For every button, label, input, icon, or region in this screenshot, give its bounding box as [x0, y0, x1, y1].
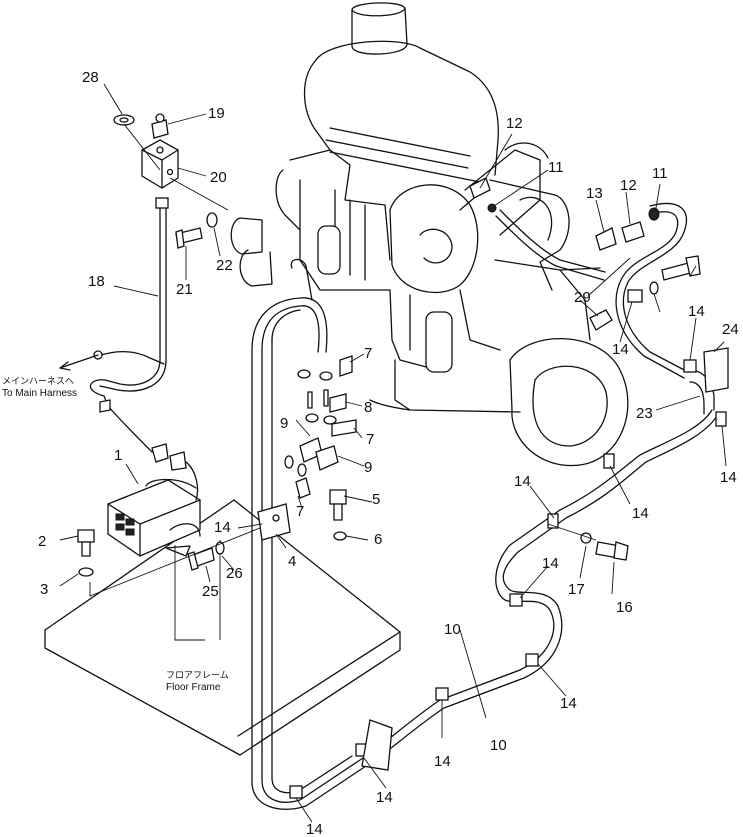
leader-lines: [59, 83, 727, 823]
clamp: [547, 513, 559, 529]
callout-4: 4: [288, 553, 296, 570]
callout-1: 1: [114, 447, 122, 464]
clamp: [289, 785, 303, 799]
callout-9-left: 9: [280, 415, 288, 432]
callout-14-bend: 14: [542, 555, 559, 572]
callout-10-top: 10: [444, 621, 461, 638]
callout-14-top-right: 14: [688, 303, 705, 320]
callout-7-top: 7: [364, 345, 372, 362]
callout-23: 23: [636, 405, 653, 422]
clamp: [715, 411, 727, 427]
callout-11-right: 11: [652, 165, 668, 182]
callout-25: 25: [202, 583, 219, 600]
callout-17: 18: [88, 273, 105, 290]
callout-14-clamp: 14: [612, 341, 629, 358]
clamp: [435, 687, 449, 701]
callout-14-bracket: 14: [214, 519, 231, 536]
floor-frame-label-jp: フロアフレーム: [166, 670, 229, 681]
floor-frame: [44, 499, 401, 756]
clamp: [509, 593, 523, 607]
thermo-bracket: [113, 113, 229, 249]
clamp: [627, 289, 643, 303]
callout-24: 24: [722, 321, 739, 338]
main-harness-label-jp: メインハーネスへ: [2, 376, 74, 387]
heater-unit: [107, 478, 201, 557]
callout-14-right: 14: [720, 469, 737, 486]
floor-frame-label-en: Floor Frame: [166, 682, 221, 693]
clamp: [603, 453, 615, 469]
callout-14-lower-right: 14: [560, 695, 577, 712]
clamp: [525, 653, 539, 667]
callout-10-bottom: 10: [490, 737, 507, 754]
fittings: [77, 177, 729, 577]
callout-12-right: 12: [620, 177, 637, 194]
callout-15: 16: [616, 599, 633, 616]
callout-14-mid-right: 14: [632, 505, 649, 522]
callout-18: 19: [208, 105, 225, 122]
callout-5: 5: [372, 491, 380, 508]
callout-26: 26: [226, 565, 243, 582]
callout-22: 22: [216, 257, 233, 274]
hoses: [251, 202, 719, 810]
callout-2: 2: [38, 533, 46, 550]
callout-11-top: 11: [548, 159, 564, 176]
callout-14-guard: 14: [376, 789, 393, 806]
main-harness-label-en: To Main Harness: [2, 388, 77, 399]
hose-clamps: [261, 289, 727, 799]
callout-19: 20: [210, 169, 227, 186]
callout-6: 6: [374, 531, 382, 548]
wiring: [59, 203, 199, 501]
callout-3: 3: [40, 581, 48, 598]
callout-14-bottom: 14: [306, 821, 323, 837]
text-labels: メインハーネスへ To Main Harness フロアフレーム Floor F…: [2, 376, 229, 693]
callout-21: 21: [176, 281, 193, 298]
callout-7-low: 7: [296, 503, 304, 520]
callout-7-mid: 7: [366, 431, 374, 448]
callout-14-lower: 14: [434, 753, 451, 770]
callout-20: 28: [82, 69, 99, 86]
hose-guard: [361, 719, 393, 771]
callout-13: 13: [586, 185, 603, 202]
callout-9-right: 9: [364, 459, 372, 476]
callout-14-mid: 14: [514, 473, 531, 490]
engine: [230, 2, 629, 467]
callout-27: 29: [574, 289, 591, 306]
callout-numbers: 28 19 20 21 22 18 1 2 3 25 26 14 4 5 6 7…: [38, 69, 739, 837]
callout-8: 8: [364, 399, 372, 416]
clamp: [683, 359, 697, 373]
callout-12-top: 12: [506, 115, 523, 132]
callout-16: 17: [568, 581, 585, 598]
